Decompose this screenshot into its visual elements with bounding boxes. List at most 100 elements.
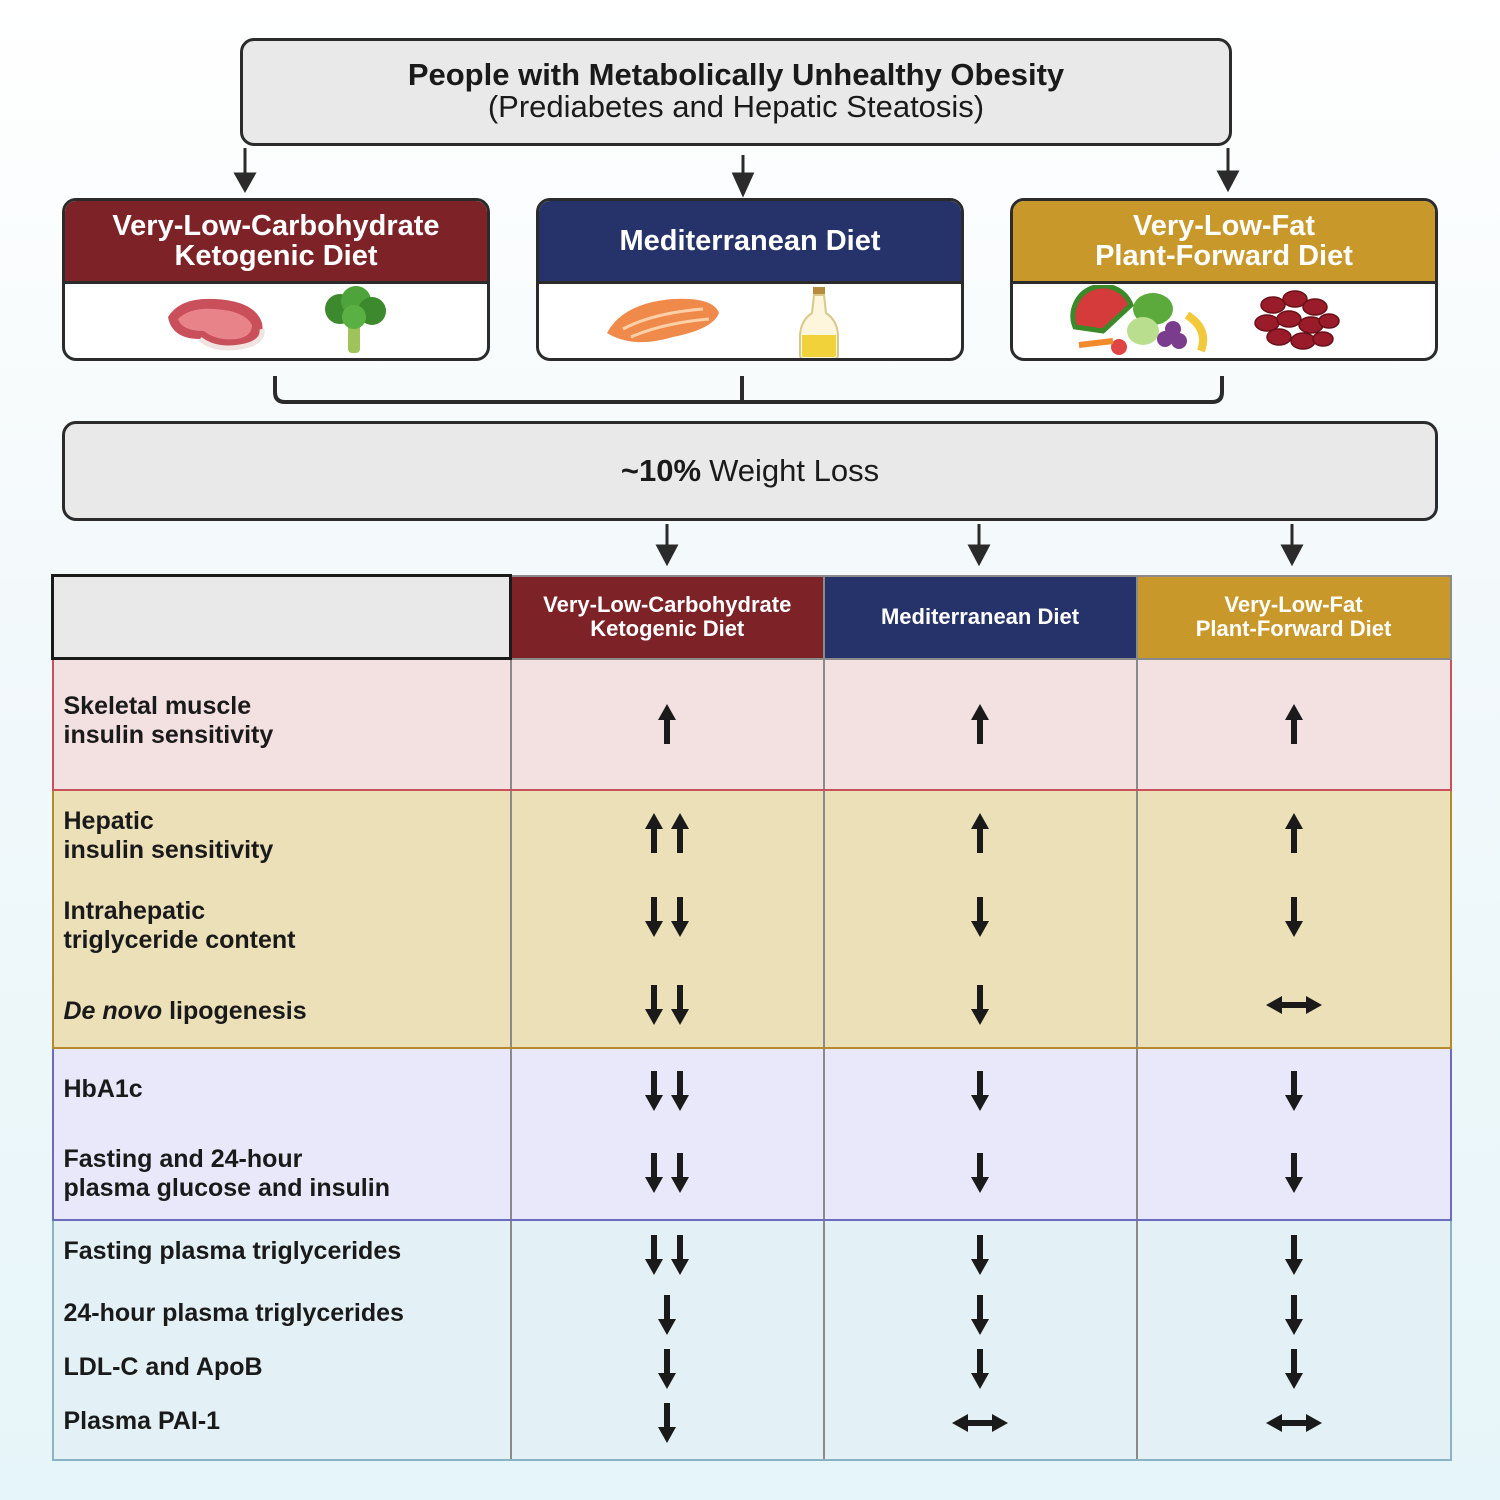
double-down-arrow-icon <box>645 1152 689 1193</box>
beans-icon <box>1254 290 1340 350</box>
diet-name-line1: Very-Low-Carbohydrate <box>112 210 440 242</box>
salmon-icon <box>607 298 719 343</box>
olive-oil-icon <box>799 287 839 358</box>
population-subtitle: (Prediabetes and Hepatic Steatosis) <box>487 89 985 124</box>
row-label: Fasting plasma triglycerides <box>64 1237 402 1266</box>
row-label: HbA1c <box>64 1075 143 1104</box>
row-label-line: Plasma PAI-1 <box>63 1406 221 1435</box>
row-label-line: Fasting and 24-hour <box>63 1144 303 1173</box>
up-arrow-icon <box>971 812 989 853</box>
column-header-line2: Plant-Forward Diet <box>1195 616 1392 641</box>
down-arrow-icon <box>1284 896 1303 937</box>
fruits-vegetables-icon <box>1070 285 1208 355</box>
up-arrow-icon <box>658 703 676 744</box>
table-header-row: Very-Low-Carbohydrate Ketogenic Diet Med… <box>51 574 1452 660</box>
population-title: People with Metabolically Unhealthy Obes… <box>407 57 1065 92</box>
down-arrow-icon <box>658 1402 676 1443</box>
effect-cell <box>509 788 825 1049</box>
column-header-plant: Very-Low-Fat Plant-Forward Diet <box>1135 574 1452 660</box>
weight-loss-box: ~10% Weight Loss <box>62 421 1438 521</box>
double-up-arrow-icon <box>645 812 689 853</box>
column-header-line1: Very-Low-Fat <box>1224 592 1363 617</box>
no-change-arrow-icon <box>1265 995 1322 1014</box>
diet-name-line1: Mediterranean Diet <box>619 225 881 257</box>
double-down-arrow-icon <box>645 896 689 937</box>
row-label-line: Skeletal muscle <box>63 692 252 720</box>
effect-cell <box>822 657 1138 791</box>
diet-card-plant: Very-Low-Fat Plant-Forward Diet <box>1010 198 1438 361</box>
down-arrow-icon <box>971 1348 989 1389</box>
down-arrow-icon <box>971 1234 989 1275</box>
down-arrow-icon <box>971 984 989 1025</box>
effect-cell <box>509 657 825 791</box>
row-label-line: LDL-C and ApoB <box>63 1352 263 1381</box>
down-arrow-icon <box>658 1348 676 1389</box>
row-label-line: triglyceride content <box>63 925 296 954</box>
double-down-arrow-icon <box>645 1070 689 1111</box>
effect-cell <box>509 1218 825 1461</box>
down-arrow-icon <box>1284 1294 1303 1335</box>
effect-cell <box>822 1218 1138 1461</box>
row-label-line: Hepatic <box>63 806 154 835</box>
effect-cell <box>1135 1046 1452 1221</box>
row-label-cell: Fasting plasma triglycerides 24-hour plas… <box>51 1218 512 1461</box>
down-arrow-icon <box>1284 1070 1303 1111</box>
down-arrow-icon <box>971 1070 989 1111</box>
diet-header-plant: Very-Low-Fat Plant-Forward Diet <box>1013 201 1435 284</box>
row-label-line: 24-hour plasma triglycerides <box>63 1298 404 1327</box>
diet-header-mediterranean: Mediterranean Diet <box>539 201 961 284</box>
table-group-row: Fasting plasma triglycerides 24-hour plas… <box>51 1218 1452 1461</box>
row-label-line: HbA1c <box>63 1074 143 1103</box>
row-label: De novo lipogenesis <box>64 997 307 1026</box>
effect-cell <box>822 1046 1138 1221</box>
down-arrow-icon <box>1284 1234 1303 1275</box>
column-header-line2: Ketogenic Diet <box>590 616 745 641</box>
row-label-line: insulin sensitivity <box>63 835 274 864</box>
weight-loss-label: Weight Loss <box>709 453 880 488</box>
row-label: Plasma PAI-1 <box>64 1407 221 1436</box>
row-label-line: Fasting plasma triglycerides <box>63 1236 402 1265</box>
diet-header-keto: Very-Low-Carbohydrate Ketogenic Diet <box>65 201 487 284</box>
up-arrow-icon <box>1284 812 1303 853</box>
row-label: 24-hour plasma triglycerides <box>64 1299 404 1328</box>
double-down-arrow-icon <box>645 984 689 1025</box>
weight-loss-percent: ~10% <box>620 453 702 488</box>
effect-cell <box>1135 1218 1452 1461</box>
effect-cell <box>822 788 1138 1049</box>
row-label: LDL-C and ApoB <box>64 1353 263 1382</box>
down-arrow-icon <box>1284 1152 1303 1193</box>
column-header-line1: Very-Low-Carbohydrate <box>543 592 792 617</box>
down-arrow-icon <box>971 896 989 937</box>
diet-card-keto: Very-Low-Carbohydrate Ketogenic Diet <box>62 198 490 361</box>
no-change-arrow-icon <box>1265 1413 1322 1432</box>
effects-table: Very-Low-Carbohydrate Ketogenic Diet Med… <box>51 574 1452 1461</box>
row-label-line: De novo lipogenesis <box>63 996 307 1025</box>
steak-icon <box>168 298 265 351</box>
diet-name-line1: Very-Low-Fat <box>1132 210 1316 242</box>
column-header-mediterranean: Mediterranean Diet <box>822 574 1138 660</box>
diet-card-mediterranean: Mediterranean Diet <box>536 198 964 361</box>
down-arrow-icon <box>1284 1348 1303 1389</box>
row-label-line: Intrahepatic <box>63 896 206 925</box>
broccoli-icon <box>325 286 386 353</box>
row-label-line: plasma glucose and insulin <box>63 1173 390 1202</box>
population-box: People with Metabolically Unhealthy Obes… <box>240 38 1232 146</box>
down-arrow-icon <box>658 1294 676 1335</box>
column-header-line1: Mediterranean Diet <box>880 604 1080 629</box>
no-change-arrow-icon <box>952 1413 1008 1432</box>
column-header-keto: Very-Low-Carbohydrate Ketogenic Diet <box>509 574 825 660</box>
up-arrow-icon <box>971 703 989 744</box>
table-corner <box>51 574 512 660</box>
row-label-line: insulin sensitivity <box>63 721 274 749</box>
down-arrow-icon <box>971 1152 989 1193</box>
